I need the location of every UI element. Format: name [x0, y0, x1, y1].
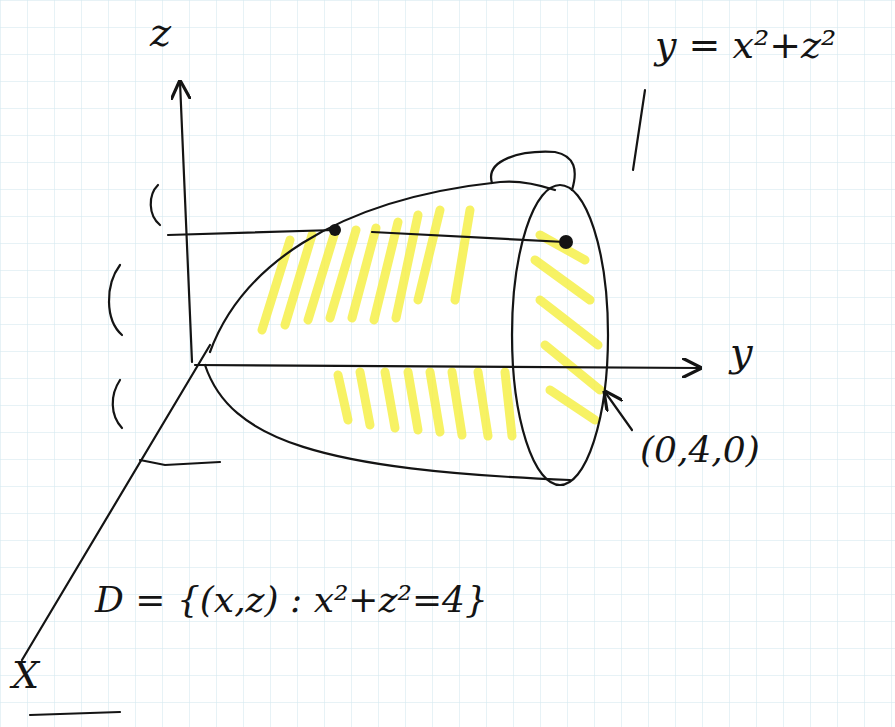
figure-lines: [22, 82, 700, 715]
point-label: (0,4,0): [640, 430, 760, 470]
surface-equation: y = x²+z²: [655, 25, 836, 67]
domain-definition: D = {(x,z) : x²+z²=4}: [95, 580, 488, 620]
axis-label: X: [12, 655, 39, 697]
axis-label: z: [150, 10, 171, 54]
axis-label: y: [730, 330, 753, 374]
chord-dots: [329, 224, 573, 249]
shading: [262, 210, 600, 436]
